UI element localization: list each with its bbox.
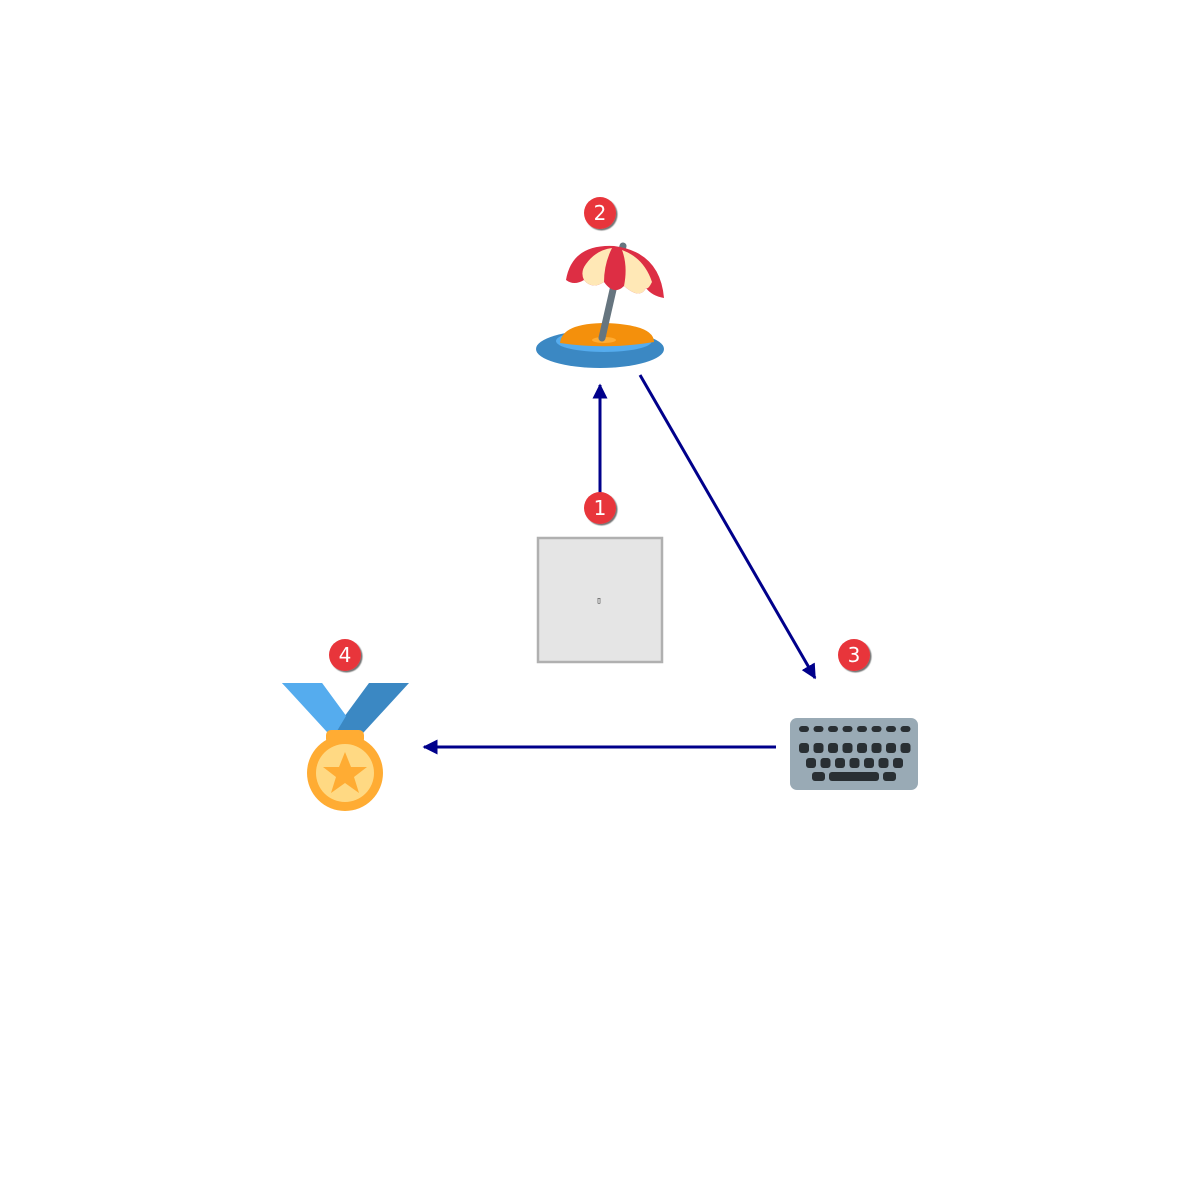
step-badge-3: 3 [838, 639, 870, 671]
badge-circle [584, 492, 616, 524]
keyboard-key [813, 743, 824, 753]
keyboard-key [820, 758, 831, 768]
keyboard-key [883, 772, 896, 781]
keyboard-key [857, 726, 867, 732]
placeholder-box-icon [536, 536, 664, 664]
keyboard-key [842, 743, 853, 753]
keyboard-key [900, 743, 911, 753]
beach-umbrella-island-icon [536, 242, 664, 368]
badge-number: 3 [848, 643, 861, 667]
node-1: ▯ [536, 536, 664, 664]
keyboard-key [842, 726, 853, 732]
badge-circle [329, 639, 361, 671]
sports-medal-icon [282, 683, 409, 811]
keyboard-key [871, 743, 882, 753]
node-2 [536, 242, 664, 368]
keyboard-key [829, 772, 879, 781]
keyboard-key [886, 743, 896, 753]
keyboard-key [878, 758, 889, 768]
badge-circle [838, 639, 870, 671]
keyboard-key [828, 743, 838, 753]
edge-2-to-3 [638, 374, 817, 680]
badge-number: 2 [594, 201, 607, 225]
keyboard-key [806, 758, 816, 768]
keyboard-key [799, 743, 809, 753]
keyboard-key [900, 726, 911, 732]
keyboard-key [864, 758, 874, 768]
badge-number: 1 [594, 496, 607, 520]
keyboard-key [799, 726, 809, 732]
keyboard-icon [790, 718, 918, 790]
step-badge-2: 2 [584, 197, 616, 229]
step-badge-1: 1 [584, 492, 616, 524]
keyboard-key [812, 772, 825, 781]
keyboard-key [813, 726, 824, 732]
placeholder-glyph: ▯ [596, 596, 601, 606]
badge-number: 4 [339, 643, 352, 667]
node-4 [282, 683, 409, 811]
keyboard-key [871, 726, 882, 732]
node-3 [790, 718, 918, 790]
keyboard-key [893, 758, 903, 768]
keyboard-key [886, 726, 896, 732]
keyboard-key [849, 758, 860, 768]
badge-circle [584, 197, 616, 229]
step-badge-4: 4 [329, 639, 361, 671]
keyboard-key [828, 726, 838, 732]
keyboard-key [857, 743, 867, 753]
keyboard-key [835, 758, 845, 768]
